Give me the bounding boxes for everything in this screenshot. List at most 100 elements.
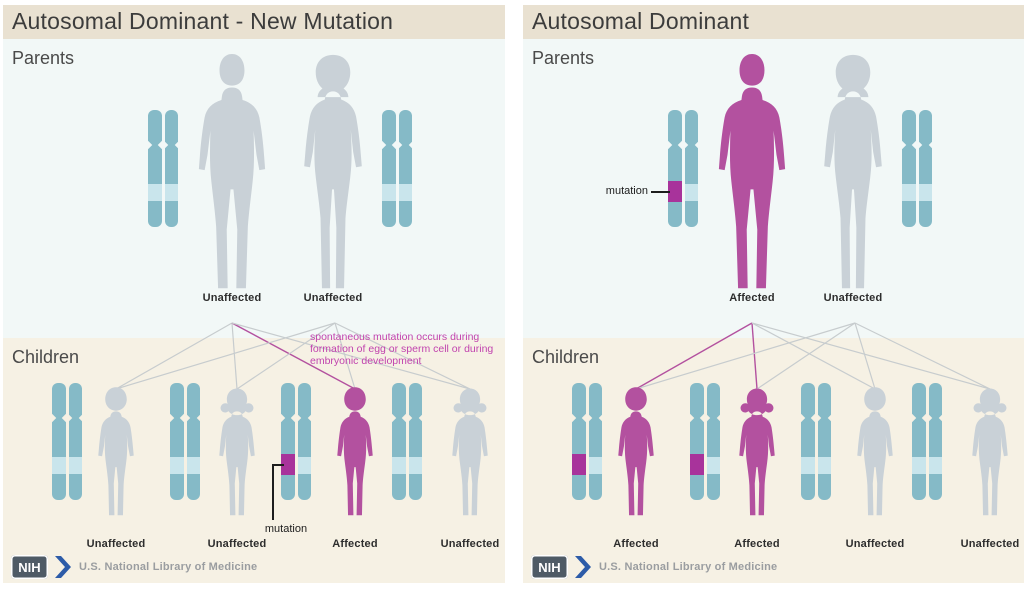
chromosome-band xyxy=(52,456,66,474)
centromere-notch xyxy=(663,140,672,150)
person-silhouette-girl xyxy=(204,386,270,519)
chromosome-bar xyxy=(387,383,411,500)
spontaneous-mutation-note: spontaneous mutation occurs during forma… xyxy=(310,331,494,367)
mutation-band xyxy=(668,181,682,203)
centromere-notch xyxy=(907,413,916,423)
centromere-notch xyxy=(928,140,937,150)
chromosome-bar xyxy=(913,110,937,227)
panel-title-bar: Autosomal Dominant xyxy=(523,5,1024,39)
chromosome-bar xyxy=(276,383,300,500)
centromere-notch xyxy=(418,413,427,423)
mutation-callout-label: mutation xyxy=(264,523,308,535)
chromosome-bar xyxy=(567,383,591,500)
person-silhouette-woman xyxy=(805,53,901,293)
nih-chevron-icon xyxy=(575,556,591,578)
person-status-label: Unaffected xyxy=(960,538,1020,550)
chromosome-band xyxy=(918,183,932,201)
chromosome-bar xyxy=(907,383,931,500)
person-silhouette-boy xyxy=(322,386,388,519)
parents-heading: Parents xyxy=(532,48,595,68)
chromosome-band xyxy=(801,456,815,474)
person-silhouette-man xyxy=(704,53,800,293)
panel-title-bar: Autosomal Dominant - New Mutation xyxy=(3,5,505,39)
chromosome-band xyxy=(164,183,178,201)
person-silhouette-girl xyxy=(724,386,790,519)
centromere-notch xyxy=(143,140,152,150)
chromosome-bar xyxy=(923,383,947,500)
chromosome-bar xyxy=(377,110,401,227)
nih-logo: NIH xyxy=(11,555,48,579)
org-name: U.S. National Library of Medicine xyxy=(599,561,778,573)
person-silhouette-man xyxy=(184,53,280,293)
mutation-callout-line xyxy=(272,464,274,520)
centromere-notch xyxy=(408,140,417,150)
person-status-label: Unaffected xyxy=(440,538,500,550)
chromosome-bar xyxy=(165,383,189,500)
centromere-notch xyxy=(276,413,285,423)
centromere-notch xyxy=(567,413,576,423)
chromosome-pair xyxy=(387,383,427,500)
centromere-notch xyxy=(307,413,316,423)
mutation-callout-label: mutation xyxy=(605,185,648,197)
person-silhouette-girl xyxy=(957,386,1023,519)
mutation-band xyxy=(690,454,704,476)
chromosome-pair xyxy=(663,110,703,227)
chromosome-bar xyxy=(685,383,709,500)
chromosome-bar xyxy=(796,383,820,500)
chromosome-band xyxy=(684,183,698,201)
children-heading: Children xyxy=(12,347,80,367)
chromosome-band xyxy=(297,456,311,474)
chromosome-pair xyxy=(143,110,183,227)
centromere-notch xyxy=(694,140,703,150)
chromosome-pair xyxy=(276,383,316,500)
person-silhouette-boy xyxy=(603,386,669,519)
centromere-notch xyxy=(165,413,174,423)
figures-layer: Unaffected Unaffected Unaffected xyxy=(3,5,505,583)
chromosome-bar xyxy=(679,110,703,227)
chromosome-band xyxy=(398,183,412,201)
person-silhouette-boy xyxy=(842,386,908,519)
person-status-label: Unaffected xyxy=(303,292,363,304)
chromosome-bar xyxy=(47,383,71,500)
chromosome-bar xyxy=(701,383,725,500)
person-status-label: Affected xyxy=(613,538,659,550)
children-heading: Children xyxy=(532,347,600,367)
chromosome-band xyxy=(928,456,942,474)
org-name: U.S. National Library of Medicine xyxy=(79,561,258,573)
chromosome-bar xyxy=(159,110,183,227)
chromosome-band xyxy=(382,183,396,201)
chromosome-pair xyxy=(897,110,937,227)
person-status-label: Unaffected xyxy=(202,292,262,304)
person-status-label: Unaffected xyxy=(207,538,267,550)
centromere-notch xyxy=(938,413,947,423)
chromosome-bar xyxy=(812,383,836,500)
chromosome-pair xyxy=(47,383,87,500)
centromere-notch xyxy=(685,413,694,423)
panel-autosomal-dominant: Autosomal Dominant Parents Children Affe… xyxy=(523,5,1024,583)
chromosome-pair xyxy=(567,383,607,500)
person-status-label: Affected xyxy=(332,538,378,550)
person-status-label: Unaffected xyxy=(86,538,146,550)
nih-footer: NIH U.S. National Library of Medicine xyxy=(531,555,777,579)
person-status-label: Unaffected xyxy=(845,538,905,550)
parents-section: Parents xyxy=(3,39,505,338)
chromosome-band xyxy=(408,456,422,474)
panel-title: Autosomal Dominant - New Mutation xyxy=(12,8,394,34)
person-silhouette-woman xyxy=(285,53,381,293)
person-silhouette-girl xyxy=(437,386,503,519)
chromosome-bar xyxy=(143,110,167,227)
chromosome-band xyxy=(148,183,162,201)
figures-layer: Affected mutation Unaffected Affected xyxy=(523,5,1024,583)
mutation-callout-line xyxy=(651,191,670,193)
chromosome-pair xyxy=(685,383,725,500)
mutation-band xyxy=(572,454,586,476)
chromosome-band xyxy=(392,456,406,474)
person-status-label: Affected xyxy=(734,538,780,550)
centromere-notch xyxy=(387,413,396,423)
chromosome-pair xyxy=(165,383,205,500)
centromere-notch xyxy=(174,140,183,150)
chromosome-band xyxy=(68,456,82,474)
panel-title: Autosomal Dominant xyxy=(532,8,750,34)
chromosome-bar xyxy=(403,383,427,500)
mutation-callout-line xyxy=(272,464,284,466)
